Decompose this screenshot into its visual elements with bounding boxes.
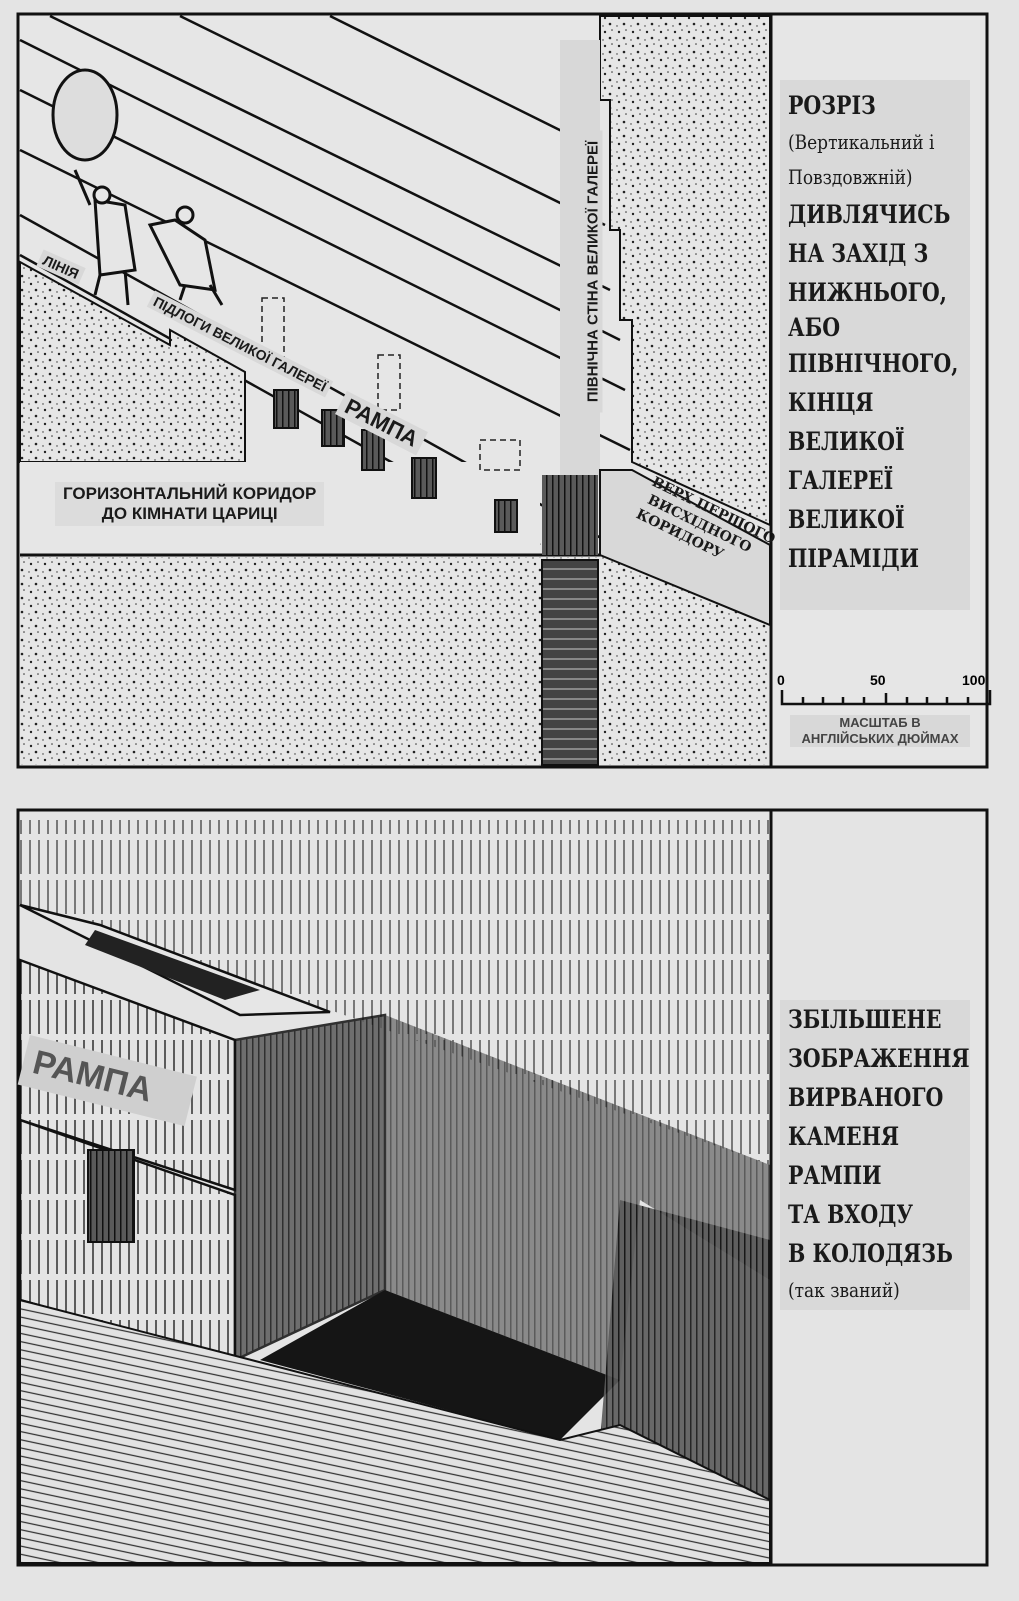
top-caption-background bbox=[780, 80, 970, 610]
caption-line: ВЕЛИКОЇ bbox=[788, 427, 905, 456]
caption-title: РОЗРІЗ bbox=[788, 91, 876, 120]
scale-caption-2: АНГЛІЙСЬКИХ ДЮЙМАХ bbox=[801, 731, 959, 746]
caption-line: В КОЛОДЯЗЬ bbox=[788, 1239, 953, 1268]
bottom-caption: ЗБІЛЬШЕНЕ ЗОБРАЖЕННЯ ВИРВАНОГО КАМЕНЯ РА… bbox=[788, 1000, 1009, 1308]
bottom-caption-background bbox=[780, 1000, 970, 1310]
caption-line: ПІРАМІДИ bbox=[788, 544, 919, 573]
scale-bar bbox=[780, 690, 992, 706]
scale-caption: МАСШТАБ В АНГЛІЙСЬКИХ ДЮЙМАХ bbox=[790, 715, 970, 747]
caption-line: КІНЦЯ bbox=[788, 388, 874, 417]
corridor-line-2: ДО КІМНАТИ ЦАРИЦІ bbox=[101, 504, 278, 523]
caption-subtitle-1: (Вертикальний і bbox=[788, 130, 935, 154]
corridor-line-1: ГОРИЗОНТАЛЬНИЙ КОРИДОР bbox=[63, 484, 317, 503]
caption-line: РАМПИ bbox=[788, 1161, 882, 1190]
figures-with-torch-illustration bbox=[51, 68, 224, 306]
caption-line: НИЖНЬОГО, bbox=[788, 278, 947, 307]
scale-tick-50: 50 bbox=[870, 672, 886, 688]
caption-line: ВИРВАНОГО bbox=[788, 1083, 944, 1112]
caption-line: ДИВЛЯЧИСЬ bbox=[788, 200, 951, 229]
label-horizontal-corridor: ГОРИЗОНТАЛЬНИЙ КОРИДОР ДО КІМНАТИ ЦАРИЦІ bbox=[55, 482, 325, 526]
caption-line: АБО bbox=[788, 313, 841, 342]
caption-note: (так званий) bbox=[788, 1278, 900, 1302]
scale-tick-0: 0 bbox=[777, 672, 785, 688]
top-caption: РОЗРІЗ (Вертикальний і Повздовжній) ДИВЛ… bbox=[788, 86, 996, 578]
caption-line: ВЕЛИКОЇ bbox=[788, 505, 905, 534]
caption-line: ПІВНІЧНОГО, bbox=[788, 349, 959, 378]
caption-line: ЗБІЛЬШЕНЕ bbox=[788, 1005, 942, 1034]
caption-subtitle-2: Повздовжній) bbox=[788, 165, 913, 189]
caption-line: ГАЛЕРЕЇ bbox=[788, 466, 894, 495]
enlarged-view-drawing bbox=[16, 808, 989, 1567]
scale-caption-1: МАСШТАБ В bbox=[839, 715, 921, 730]
scale-tick-100: 100 bbox=[962, 672, 986, 688]
caption-line: ТА ВХОДУ bbox=[788, 1200, 914, 1229]
caption-line: НА ЗАХІД З bbox=[788, 239, 929, 268]
label-north-wall: ПІВНІЧНА СТІНА ВЕЛИКОЇ ГАЛЕРЕЇ bbox=[583, 130, 603, 413]
caption-line: КАМЕНЯ bbox=[788, 1122, 900, 1151]
caption-line: ЗОБРАЖЕННЯ bbox=[788, 1044, 970, 1073]
